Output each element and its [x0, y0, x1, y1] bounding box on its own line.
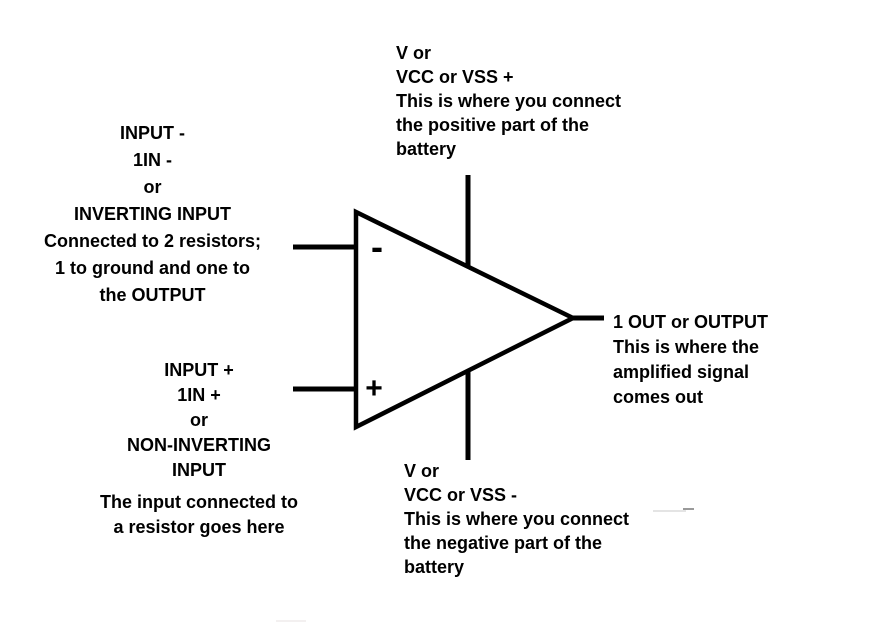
text-line: battery	[404, 557, 465, 577]
text-line: INPUT -	[120, 123, 185, 143]
inverting-input-description: Connected to 2 resistors; 1 to ground an…	[30, 228, 275, 309]
non-inverting-input-names: INPUT + 1IN + or NON-INVERTING INPUT	[74, 358, 324, 483]
opamp-triangle	[353, 208, 579, 431]
text-line: INPUT +	[164, 360, 234, 380]
text-line: a resistor goes here	[113, 517, 285, 537]
text-line: 1 OUT or OUTPUT	[613, 312, 769, 332]
positive-supply-label: V or VCC or VSS + This is where you conn…	[396, 41, 656, 161]
text-line: Connected to 2 resistors;	[43, 231, 262, 251]
text-line: 1 to ground and one to	[55, 258, 250, 278]
text-line: amplified signal	[613, 362, 750, 382]
text-line: INVERTING INPUT	[73, 204, 231, 224]
negative-supply-label: V or VCC or VSS - This is where you conn…	[404, 459, 664, 579]
text-line: 1IN -	[132, 150, 172, 170]
text-line: VCC or VSS -	[404, 485, 518, 505]
text-line: the positive part of the	[396, 115, 590, 135]
inverting-input-names: INPUT - 1IN - or INVERTING INPUT	[30, 120, 275, 228]
text-line: battery	[396, 139, 457, 159]
text-line: 1IN +	[177, 385, 221, 405]
text-line: or	[190, 410, 208, 430]
text-line: INPUT	[172, 460, 226, 480]
text-line: The input connected to	[100, 492, 298, 512]
text-line: comes out	[613, 387, 704, 407]
text-line: or	[143, 177, 162, 197]
non-inverting-sign: +	[365, 372, 383, 405]
output-label: 1 OUT or OUTPUT This is where the amplif…	[613, 310, 823, 410]
inverting-sign: -	[371, 226, 383, 267]
text-line: V or	[404, 461, 440, 481]
text-line: the negative part of the	[404, 533, 603, 553]
text-line: V or	[396, 43, 432, 63]
text-line: NON-INVERTING	[127, 435, 271, 455]
text-line: This is where the	[613, 337, 760, 357]
text-line: This is where you connect	[396, 91, 622, 111]
text-line: This is where you connect	[404, 509, 630, 529]
text-line: the OUTPUT	[99, 285, 206, 305]
text-line: VCC or VSS +	[396, 67, 514, 87]
non-inverting-input-description: The input connected to a resistor goes h…	[74, 490, 324, 540]
